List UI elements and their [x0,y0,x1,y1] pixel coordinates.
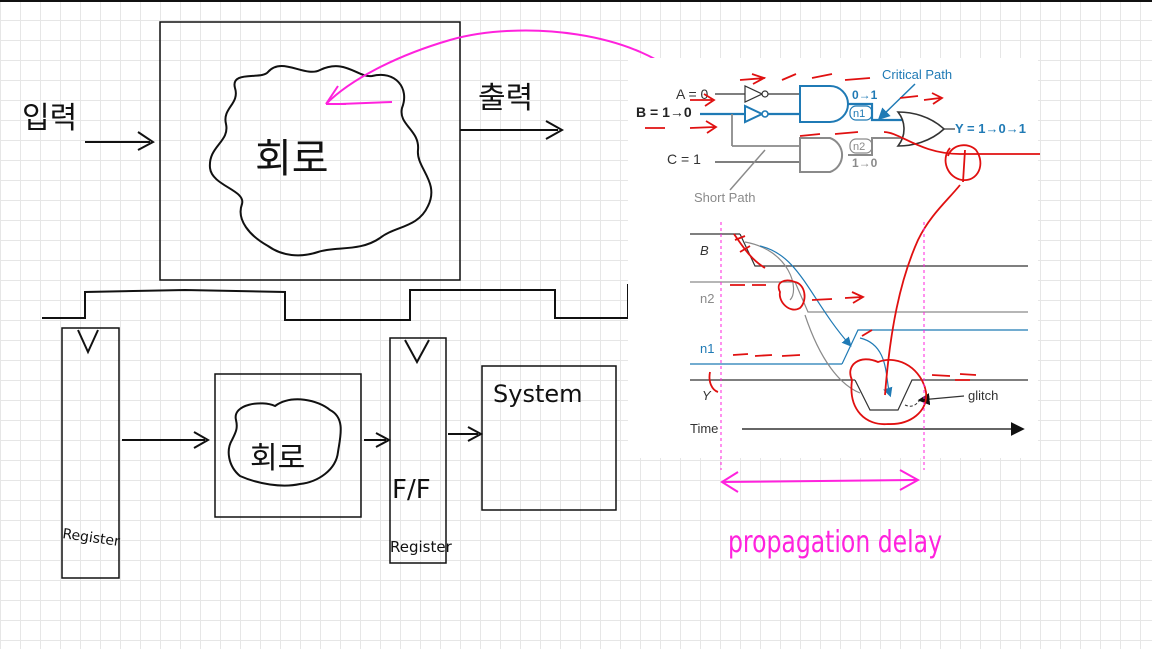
right-register-label: Register [390,538,453,556]
delay-double-arrow [721,479,917,483]
propagation-delay-label: propagation delay [728,525,942,560]
inverter-b [744,104,765,124]
trace-b [739,233,1028,267]
top-circuit-blob [208,65,433,257]
figure-background [628,58,1038,458]
and-gate-1 [799,85,849,123]
top-circuit-label: 회로 [255,136,329,182]
system-box [481,365,617,511]
clock-waveform [42,283,699,321]
input-label: 입력 [22,101,77,136]
red-annotations [645,73,1040,425]
bottom-circuit-label: 회로 [250,441,305,476]
magenta-link-arrow [325,29,691,105]
short-path-pointer [729,149,766,191]
output-label: 출력 [478,81,533,116]
short-path-label: Short Path [694,190,755,205]
top-circuit-box [159,21,461,281]
or-gate [896,111,946,147]
time-axis-label: Time [690,421,718,436]
left-clock-edge-mark [77,329,99,355]
bottom-circuit-blob [227,398,342,487]
and2-output-label: 1→0 [852,156,878,170]
n1-label: n1 [853,108,865,120]
left-register-box [61,327,120,579]
trace-n1 [841,329,1028,365]
y-output-label: Y = 1→0→1 [955,121,1026,136]
timing-diagram: B n2 n1 Y glitch Time [690,233,1028,436]
timing-n2-label: n2 [700,291,714,306]
system-label: System [493,380,583,408]
input-b-label: B = 1→0 [636,104,692,120]
n2-label: n2 [853,141,865,153]
output-arrow-head [545,120,565,140]
propagation-delay-annotation: propagation delay [720,222,942,560]
timing-b-label: B [700,243,709,258]
input-arrow-head [137,131,155,151]
and-gate-2 [799,137,844,173]
ff-label: F/F [392,475,431,505]
input-a-label: A = 0 [676,86,709,102]
bottom-block: Register 회로 F/F Register System [61,327,617,579]
inverter-a [744,85,764,103]
timing-y-label: Y [702,388,712,403]
input-c-label: C = 1 [667,151,701,167]
left-register-label: Register [61,526,121,550]
and1-output-label: 0→1 [852,88,878,102]
critical-path-label: Critical Path [882,67,952,82]
right-register-box [389,337,447,564]
trace-y [854,379,1028,411]
timing-n1-label: n1 [700,341,714,356]
trace-n2 [794,281,1028,313]
glitch-label: glitch [968,388,998,403]
schematic-figure: A = 0 B = 1→0 C = 1 n1 n2 0→1 1→0 Y = 1→… [628,58,1038,458]
glitch-pointer [917,393,965,406]
glitch-circle [849,358,927,425]
right-clock-edge-mark [404,339,430,365]
top-block: 입력 회로 출력 [22,21,565,281]
critical-path-pointer [877,83,916,121]
bottom-circuit-box [214,373,362,518]
